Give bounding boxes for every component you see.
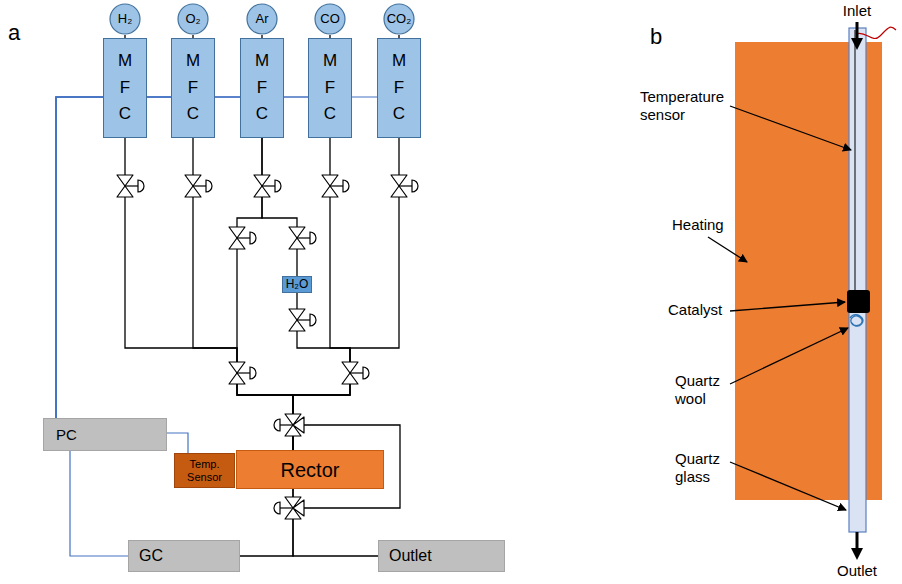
gas-cylinder: Ar (246, 3, 278, 35)
valve-symbol (391, 175, 418, 197)
circle-shape (315, 4, 345, 34)
gas-chromatograph-box: GC (128, 540, 240, 572)
node-text: M F C (115, 48, 135, 127)
node-text: Temp. Sensor (175, 458, 234, 483)
control-line (56, 97, 377, 418)
gas-pipe (293, 489, 378, 556)
valve-symbol (185, 175, 212, 197)
node-text: Outlet (389, 546, 432, 565)
mass-flow-controller: M F C (377, 38, 421, 138)
part-label: Temperature sensor (640, 88, 740, 124)
gas-pipe (293, 138, 399, 450)
valve-symbol (322, 175, 349, 197)
leader-arrow (730, 462, 846, 510)
circle-shape (178, 4, 208, 34)
flow-label: Outlet (829, 563, 885, 580)
outlet-box: Outlet (378, 540, 505, 572)
catalyst-bed (847, 290, 870, 313)
node-text: Rector (281, 458, 340, 482)
control-line (56, 97, 240, 418)
gas-pipe (293, 138, 350, 450)
inlet-arrow-head (851, 38, 863, 50)
gas-pipe (237, 138, 293, 450)
computer-box: PC (43, 418, 167, 451)
valve-symbol (289, 309, 316, 331)
node-text: H₂O (286, 278, 309, 291)
control-line (70, 451, 128, 556)
node-text: H₂ (118, 12, 132, 26)
quartz-wool (850, 315, 863, 327)
gas-cylinder: CO₂ (383, 3, 415, 35)
mass-flow-controller: M F C (240, 38, 284, 138)
temperature-sensor-rod (855, 30, 856, 292)
valve-symbol (289, 227, 316, 249)
node-text: CO₂ (387, 12, 412, 26)
circle-shape (110, 4, 140, 34)
node-text: M F C (320, 48, 340, 127)
gas-cylinder: H₂ (109, 3, 141, 35)
outlet-arrow-head (851, 548, 863, 560)
part-label: Quartz glass (675, 450, 730, 486)
inlet-arrow (856, 22, 859, 39)
part-label: Catalyst (668, 301, 722, 319)
control-line (56, 97, 103, 418)
leader-arrow (708, 237, 747, 262)
panel-label: a (8, 20, 20, 46)
sensor-wire (856, 27, 896, 38)
node-text: O₂ (185, 12, 200, 26)
gas-pipe (262, 138, 297, 276)
leader-arrow (730, 328, 848, 384)
gas-cylinder: O₂ (177, 3, 209, 35)
node-text: PC (56, 426, 77, 444)
node-text: M F C (389, 48, 409, 127)
circle-shape (247, 4, 277, 34)
gas-pipe (240, 489, 293, 556)
valve-symbol (229, 362, 256, 384)
panel-label: b (650, 24, 662, 50)
part-label: Quartz wool (675, 372, 730, 408)
valve-symbol (342, 362, 369, 384)
control-line (56, 97, 171, 418)
valve-symbol (229, 227, 256, 249)
reactor-box: Rector (236, 450, 384, 489)
valve-symbol (254, 175, 281, 197)
node-text: M F C (183, 48, 203, 127)
leader-arrow (730, 106, 851, 150)
circle-shape (384, 4, 414, 34)
mass-flow-controller: M F C (308, 38, 352, 138)
node-text: GC (139, 546, 163, 565)
quartz-tube (849, 28, 866, 532)
three-way-valve (274, 414, 304, 436)
water-saturator: H₂O (282, 276, 312, 293)
node-text: M F C (252, 48, 272, 127)
node-text: CO (320, 12, 340, 26)
gas-cylinder: CO (314, 3, 346, 35)
three-way-valve (274, 497, 304, 519)
temperature-sensor-box: Temp. Sensor (174, 453, 235, 488)
gas-pipe (125, 138, 293, 450)
leader-arrow (730, 302, 845, 311)
control-line (167, 433, 188, 453)
mass-flow-controller: M F C (171, 38, 215, 138)
flow-label: Inlet (835, 3, 879, 20)
mass-flow-controller: M F C (103, 38, 147, 138)
part-label: Heating (672, 216, 724, 234)
outlet-arrow (856, 532, 859, 549)
valve-symbol (117, 175, 144, 197)
node-text: Ar (256, 12, 269, 26)
control-line (56, 97, 308, 418)
